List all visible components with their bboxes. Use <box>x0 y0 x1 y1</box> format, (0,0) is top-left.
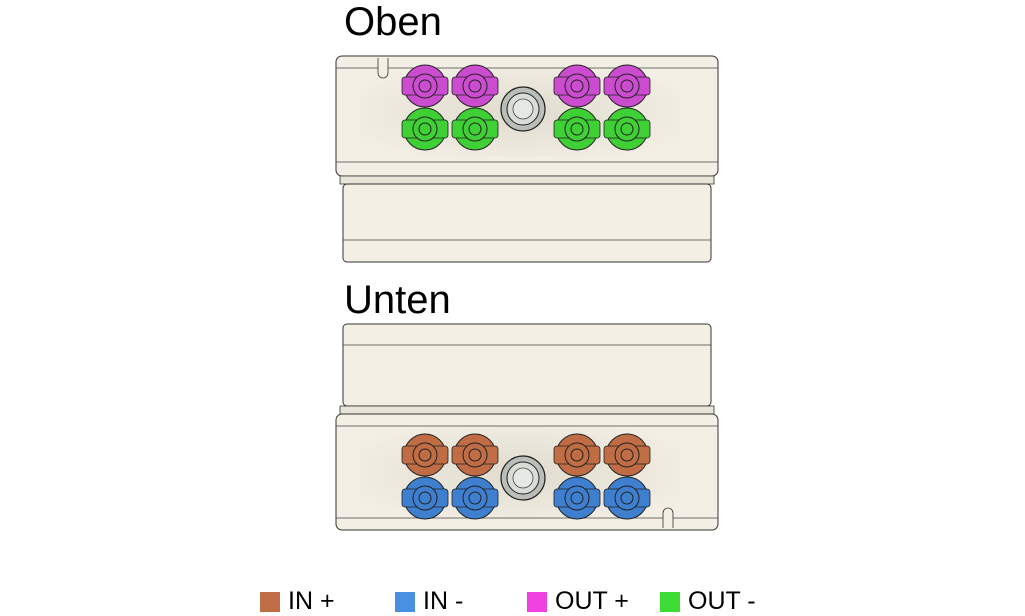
view-title-bottom: Unten <box>344 278 451 322</box>
out-plus-connector <box>603 64 651 108</box>
legend-item-in-plus: IN + <box>260 587 335 616</box>
view-title-top: Oben <box>344 0 442 44</box>
cable-gland <box>500 455 546 501</box>
out-minus-connector <box>451 107 499 151</box>
out-minus-connector <box>553 107 601 151</box>
legend-item-in-minus: IN - <box>395 587 463 616</box>
enclosure-drawing <box>335 55 719 531</box>
legend-swatch <box>260 591 280 612</box>
legend-swatch <box>395 591 415 612</box>
legend-label: IN - <box>423 587 464 615</box>
in-plus-connector <box>553 433 601 477</box>
in-plus-connector <box>603 433 651 477</box>
legend-swatch <box>660 591 680 612</box>
out-plus-connector <box>451 64 499 108</box>
in-plus-connector <box>401 433 449 477</box>
out-minus-connector <box>603 107 651 151</box>
in-minus-connector <box>451 476 499 520</box>
in-plus-connector <box>451 433 499 477</box>
in-minus-connector <box>603 476 651 520</box>
in-minus-connector <box>553 476 601 520</box>
legend-swatch <box>527 591 547 612</box>
out-plus-connector <box>553 64 601 108</box>
legend-label: OUT + <box>555 587 629 615</box>
in-minus-connector <box>401 476 449 520</box>
out-plus-connector <box>401 64 449 108</box>
legend-label: OUT - <box>688 587 756 615</box>
legend-item-out-minus: OUT - <box>660 587 756 616</box>
legend-label: IN + <box>288 587 335 615</box>
legend-item-out-plus: OUT + <box>527 587 629 616</box>
out-minus-connector <box>401 107 449 151</box>
cable-gland <box>500 86 546 132</box>
